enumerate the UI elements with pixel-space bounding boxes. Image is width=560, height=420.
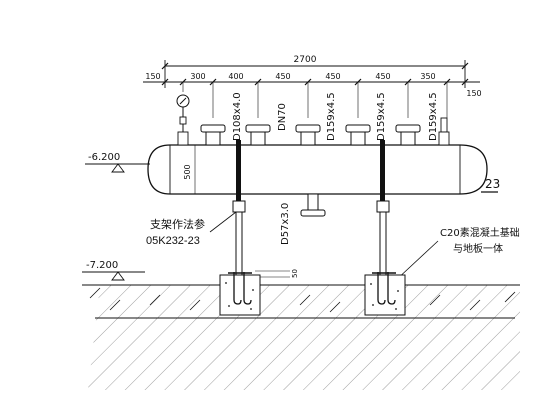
support-note-line1: 支架作法参: [150, 217, 205, 231]
dim-seg-2: 300: [190, 72, 205, 81]
gap-dimension: 50: [255, 269, 299, 278]
support-legs: [232, 200, 390, 275]
elevation-ground-label: -7.200: [86, 260, 118, 271]
dimension-chain: 2700 150 300 400 450 450 450 350 150: [143, 55, 482, 118]
base-note-line1: C20素混凝土基础: [440, 226, 520, 239]
elevation-top-label: -6.200: [88, 152, 120, 163]
dim-seg-6: 450: [375, 72, 390, 81]
dim-total: 2700: [294, 55, 317, 65]
concrete-footings: [219, 272, 406, 316]
nozzles: [200, 124, 421, 146]
support-note-line2: 05K232-23: [146, 235, 200, 247]
header-vessel: 500 23: [147, 144, 500, 195]
dim-seg-5: 450: [325, 72, 340, 81]
elevation-top: -6.200: [85, 152, 150, 173]
support-note: 支架作法参 05K232-23: [146, 211, 237, 247]
dim-seg-8: 150: [466, 89, 481, 98]
elevation-ground: -7.200: [82, 260, 145, 281]
dim-seg-3: 400: [228, 72, 243, 81]
support-rods: [236, 140, 385, 208]
pipe-label-2: DN70: [277, 103, 288, 131]
drain-nozzle: [300, 193, 326, 217]
dim-seg-4: 450: [275, 72, 290, 81]
ground: [82, 284, 520, 390]
gap-label: 50: [291, 269, 299, 278]
drain-label: D57x3.0: [280, 203, 291, 245]
header-height-label: 500: [183, 164, 192, 179]
pipe-label-4: D159x4.5: [376, 92, 387, 141]
vent-valve-icon: [438, 117, 450, 146]
base-note-line2: 与地板一体: [453, 242, 503, 255]
dim-seg-1: 150: [145, 72, 160, 81]
pipe-label-5: D159x4.5: [428, 92, 439, 141]
base-note: C20素混凝土基础 与地板一体: [394, 226, 520, 282]
pipe-label-1: D108x4.0: [232, 92, 243, 141]
header-tag: 23: [485, 177, 500, 191]
dim-seg-7: 350: [420, 72, 435, 81]
pressure-gauge-icon: [176, 94, 190, 146]
pipe-label-3: D159x4.5: [326, 92, 337, 141]
pipe-labels: D108x4.0 DN70 D159x4.5 D159x4.5 D159x4.5…: [232, 92, 439, 245]
